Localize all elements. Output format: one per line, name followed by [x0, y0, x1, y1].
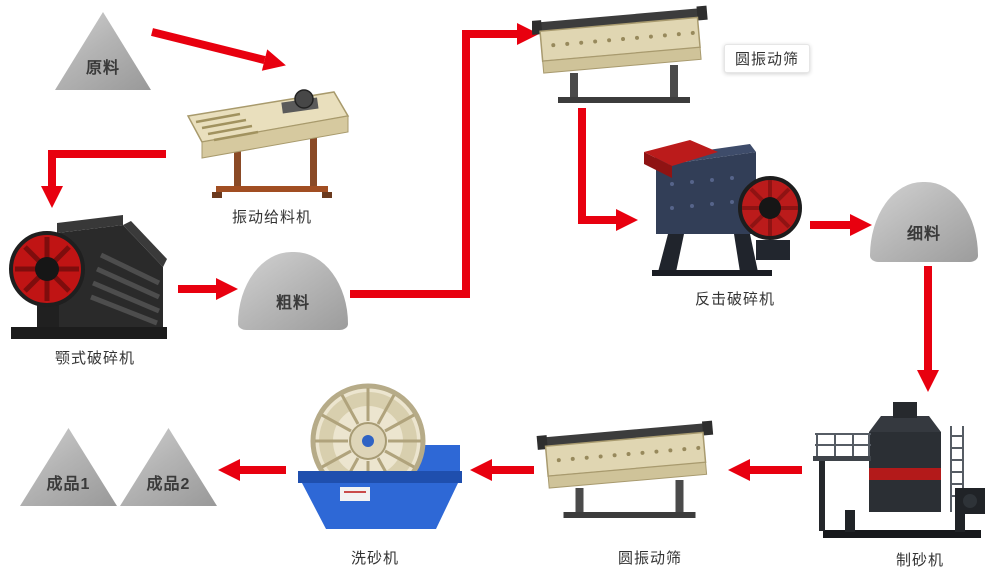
- arrow-coarse-to-screen-top: [462, 30, 517, 38]
- pile-product-1: 成品1: [20, 428, 117, 506]
- impact-crusher-illustration: [638, 122, 806, 280]
- caption-impact-crusher: 反击破碎机: [694, 291, 775, 308]
- vibrating-feeder-illustration: [182, 82, 362, 200]
- pile-raw-material: 原料: [55, 12, 151, 90]
- coarse-material-label: 粗料: [275, 294, 310, 312]
- caption-vibrating-screen-bottom: 圆振动筛: [617, 550, 682, 567]
- product-1-label: 成品1: [46, 476, 91, 494]
- arrow-impact-to-fine: [810, 221, 850, 229]
- arrow-jaw-to-coarse: [178, 285, 216, 293]
- product-2-label: 成品2: [146, 476, 191, 494]
- caption-jaw-crusher: 颚式破碎机: [54, 350, 135, 367]
- raw-material-label: 原料: [85, 60, 120, 78]
- caption-sand-washer: 洗砂机: [350, 550, 399, 567]
- fine-material-label: 细料: [906, 226, 941, 244]
- jaw-crusher-illustration: [5, 205, 173, 343]
- arrow-screen-to-washer: [492, 466, 534, 474]
- arrow-raw-to-feeder: [151, 28, 266, 64]
- pile-fine-material: 细料: [870, 182, 978, 262]
- sand-washer-illustration: [288, 383, 470, 535]
- arrow-feeder-to-jaw-horizontal: [48, 150, 166, 158]
- sand-maker-illustration: [805, 392, 993, 544]
- caption-vibrating-feeder: 振动给料机: [231, 209, 312, 226]
- vibrating-screen-bottom-illustration: [535, 420, 725, 520]
- pile-product-2: 成品2: [120, 428, 217, 506]
- arrow-feeder-to-jaw-vertical: [48, 150, 56, 186]
- arrow-screen-to-impact-horizontal: [578, 216, 616, 224]
- arrow-fine-to-sandmaker: [924, 266, 932, 370]
- arrow-screen-to-impact-vertical: [578, 108, 586, 224]
- caption-sand-maker: 制砂机: [895, 552, 944, 569]
- arrow-washer-to-products: [240, 466, 286, 474]
- arrow-coarse-to-screen-vertical: [462, 30, 470, 298]
- arrow-coarse-to-screen-horizontal: [350, 290, 470, 298]
- vibrating-screen-top-illustration: [532, 5, 717, 105]
- pile-coarse-material: 粗料: [238, 252, 348, 330]
- arrow-sandmaker-to-screen: [750, 466, 802, 474]
- caption-vibrating-screen-top: 圆振动筛: [724, 44, 811, 73]
